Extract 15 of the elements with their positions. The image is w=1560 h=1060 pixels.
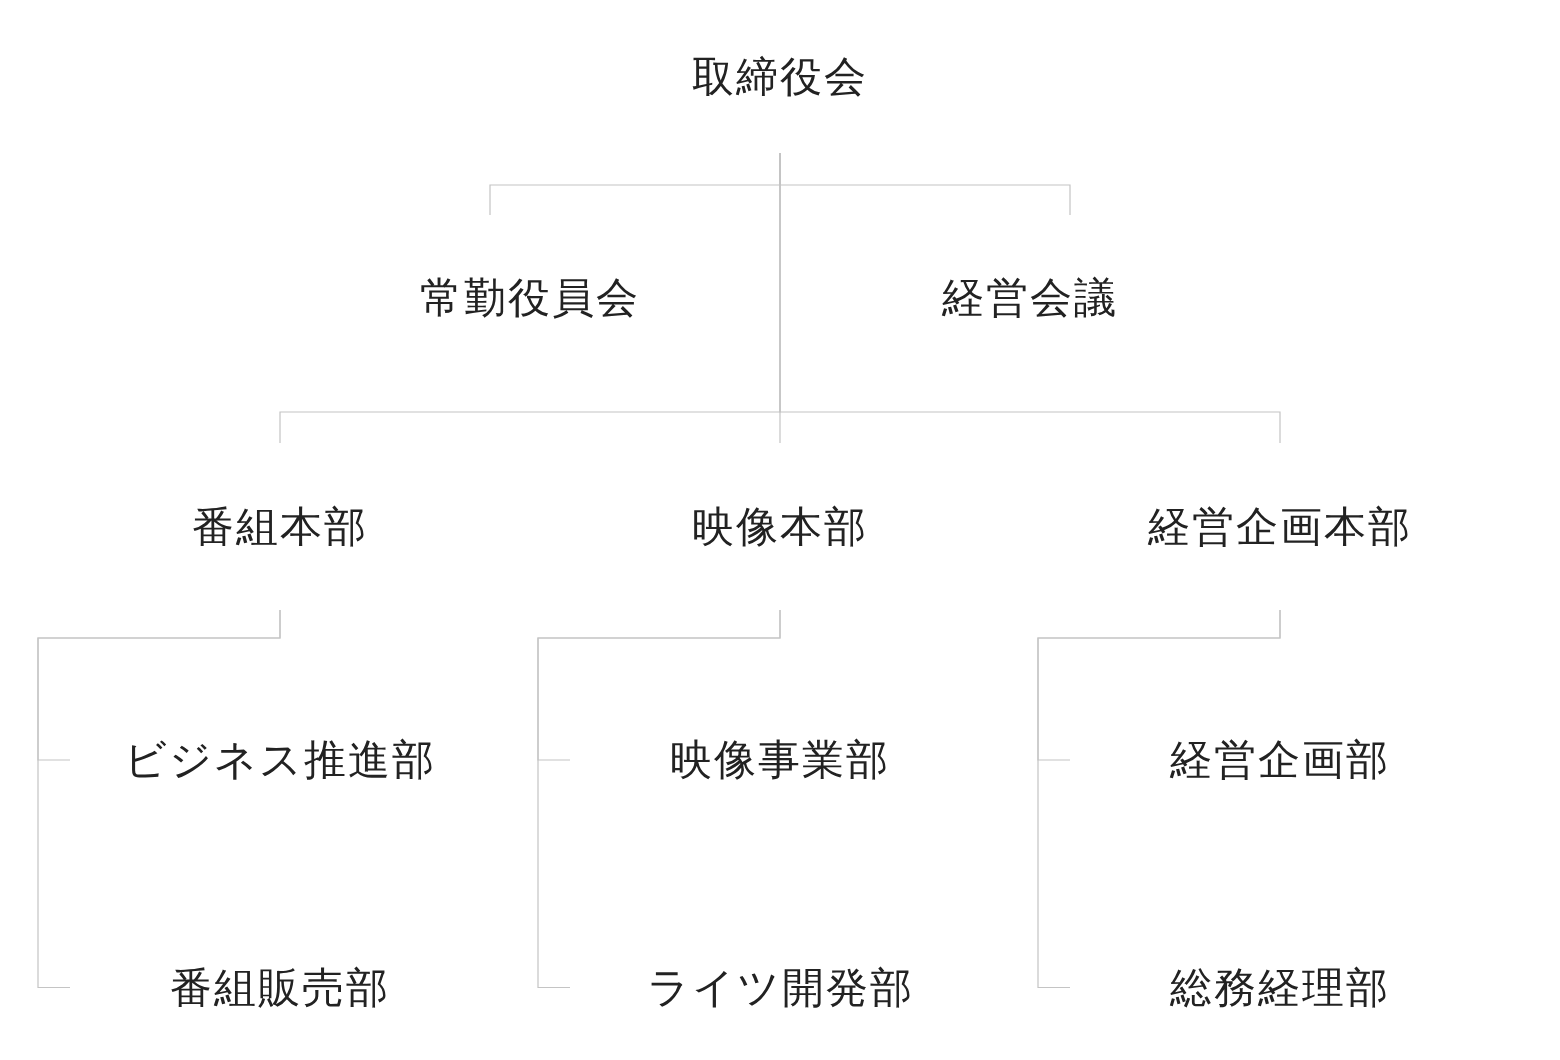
department-label: 番組本部 bbox=[192, 500, 368, 553]
connector-line bbox=[1037, 609, 1281, 989]
department-label: 常勤役員会 bbox=[420, 271, 640, 324]
department-label: 映像事業部 bbox=[670, 734, 890, 786]
department-label: 経営会議 bbox=[942, 271, 1118, 324]
department-label: 映像本部 bbox=[692, 500, 868, 553]
connector-line bbox=[537, 609, 781, 989]
department-label: 経営企画本部 bbox=[1148, 500, 1412, 553]
connector-line bbox=[37, 609, 281, 989]
department-label: ライツ開発部 bbox=[646, 961, 914, 1014]
department-label: 番組販売部 bbox=[170, 961, 390, 1014]
department-label: 取締役会 bbox=[692, 50, 868, 103]
department-label: 総務経理部 bbox=[1170, 961, 1390, 1014]
department-label: 経営企画部 bbox=[1170, 734, 1390, 786]
department-label: ビジネス推進部 bbox=[124, 734, 436, 786]
